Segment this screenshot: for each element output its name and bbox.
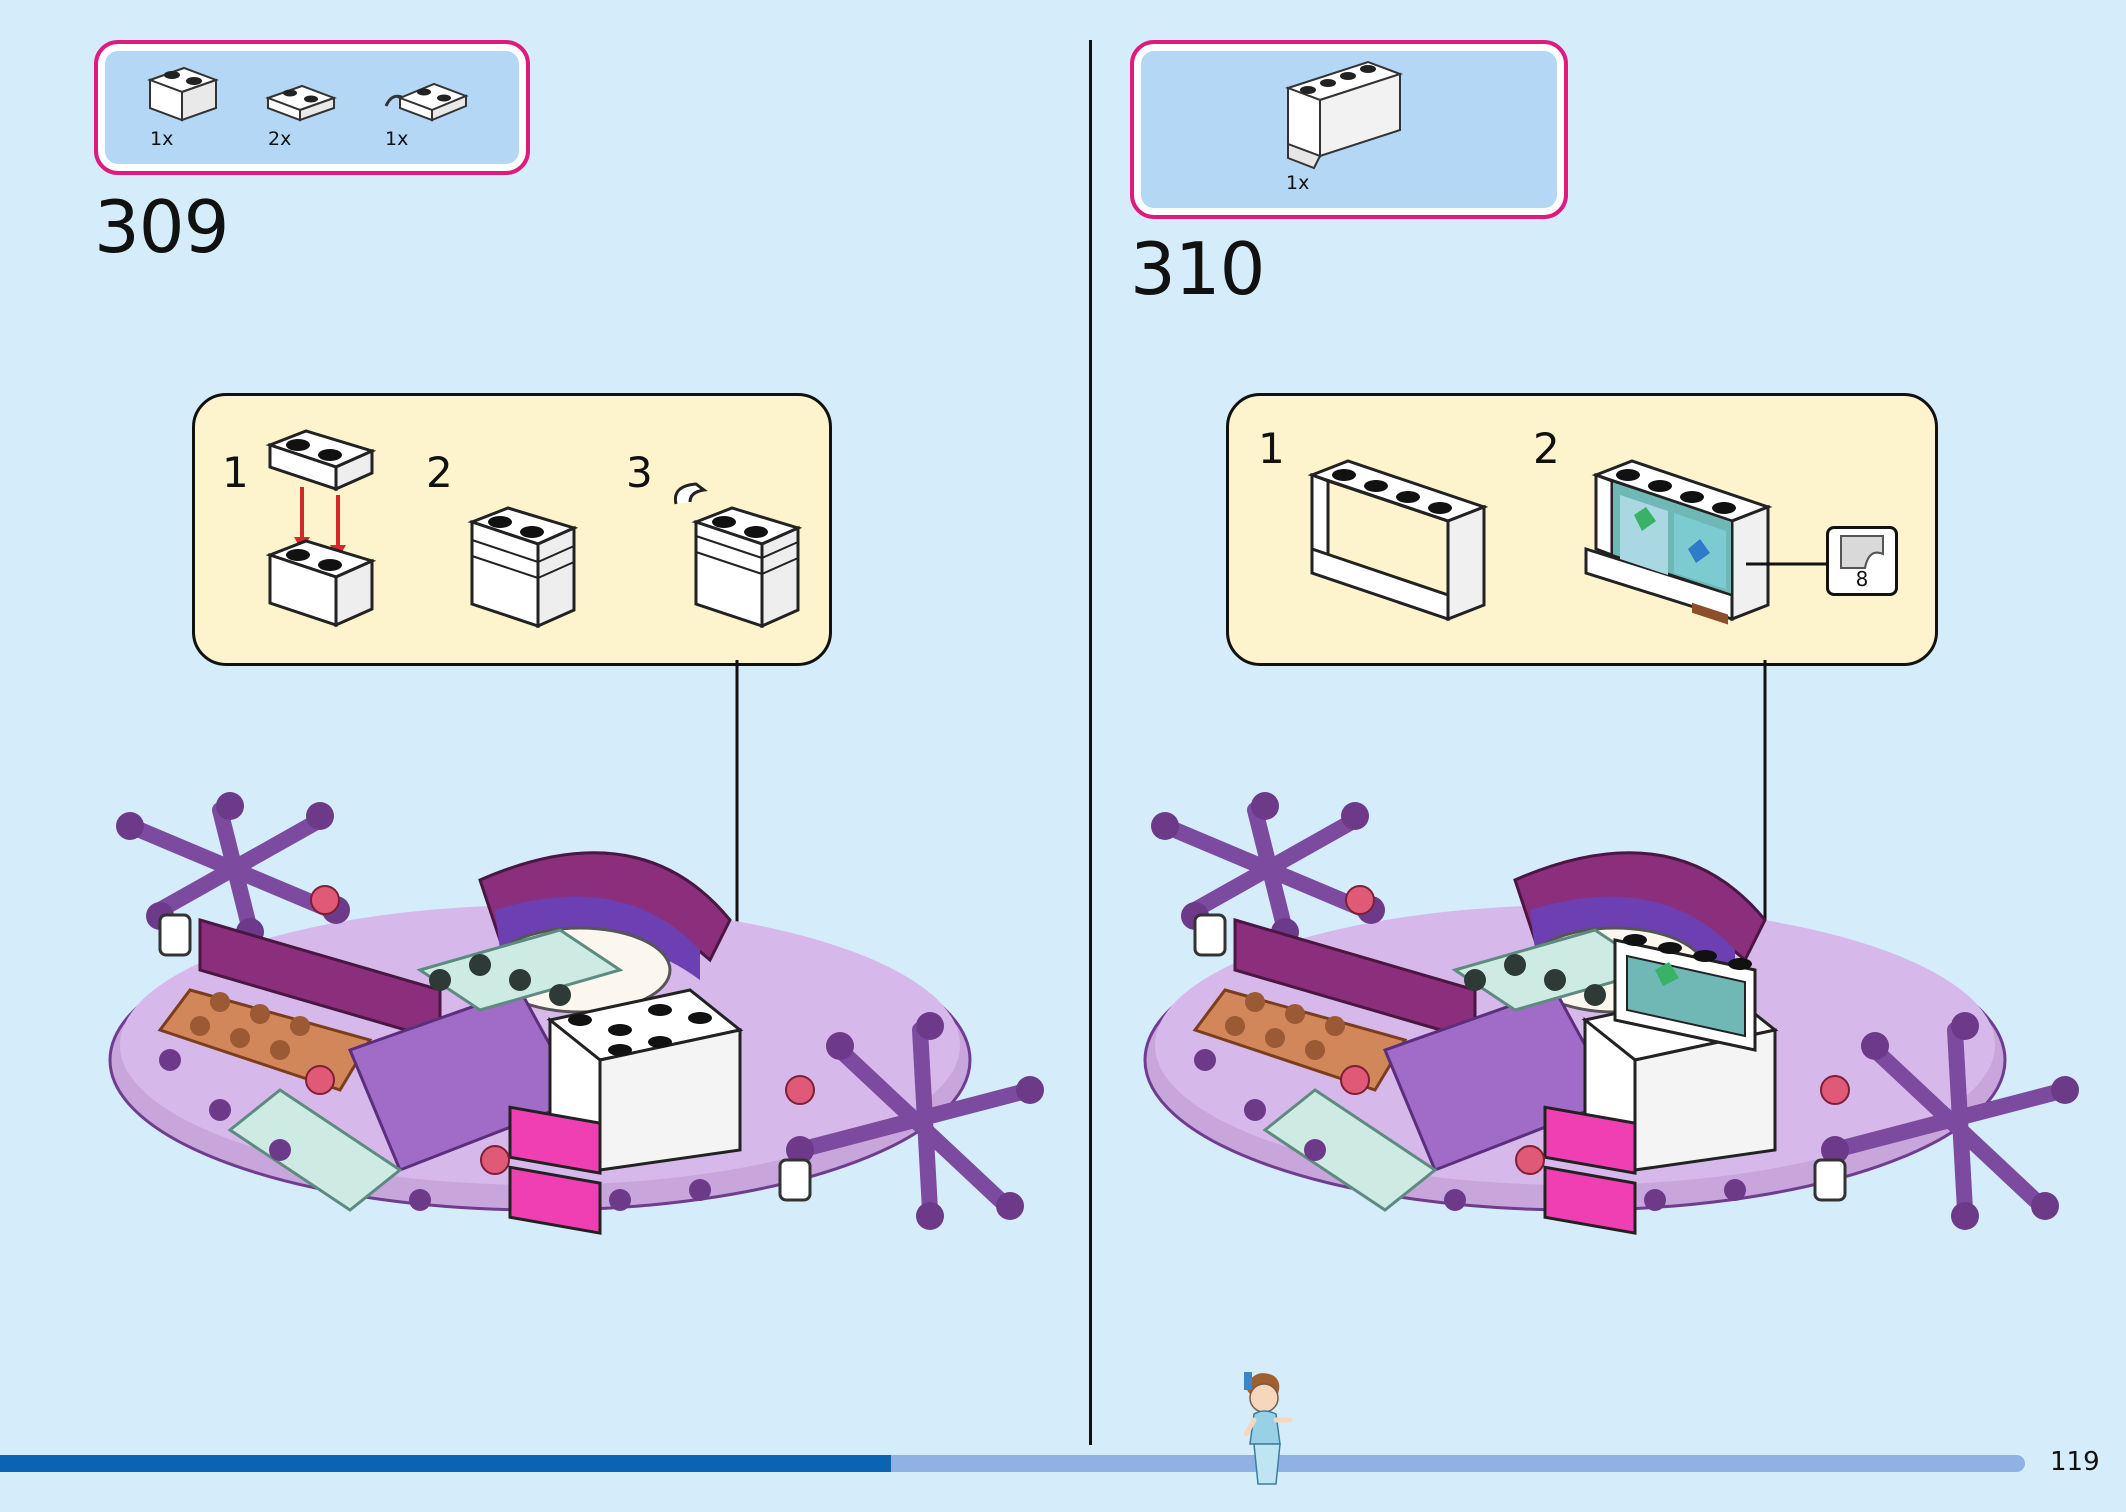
panel-1x4-icon [1284,60,1404,170]
plate-1x2-icon [265,84,337,122]
part-qty-309-3: 1x [385,128,409,150]
clip-plate-icon [384,82,469,122]
minidoll-figure-icon [1243,1372,1293,1485]
part-qty-310-1: 1x [1286,172,1310,194]
substep-310-1-illustration [1307,459,1489,622]
part-qty-309-1: 1x [150,128,174,150]
brick-1x2-icon [147,66,219,122]
sticker-sheet-number: 8 [1855,567,1869,591]
substep-index-310-2: 2 [1533,424,1560,473]
model-illustration-310 [1143,792,2079,1235]
page-number: 119 [2050,1447,2100,1477]
sticker-badge: 8 [1826,526,1898,596]
substep-index-309-1: 1 [222,448,249,497]
substep-index-310-1: 1 [1258,424,1285,473]
page-divider [1089,40,1092,1445]
substep-310-2-illustration [1584,459,1773,625]
part-qty-309-2: 2x [268,128,292,150]
substep-309-1-illustration [265,429,377,628]
sticker-page-icon [1840,535,1884,569]
progress-fill [0,1455,891,1472]
step-number-310: 310 [1130,227,1265,311]
sticker-connector [1746,562,1826,566]
substep-309-3-illustration [673,482,803,629]
substep-index-309-3: 3 [626,448,653,497]
model-illustration-309 [108,792,1044,1235]
substep-callout-310 [1226,393,1938,666]
substep-309-2-illustration [467,506,579,629]
step-number-309: 309 [94,185,229,269]
substep-index-309-2: 2 [426,448,453,497]
